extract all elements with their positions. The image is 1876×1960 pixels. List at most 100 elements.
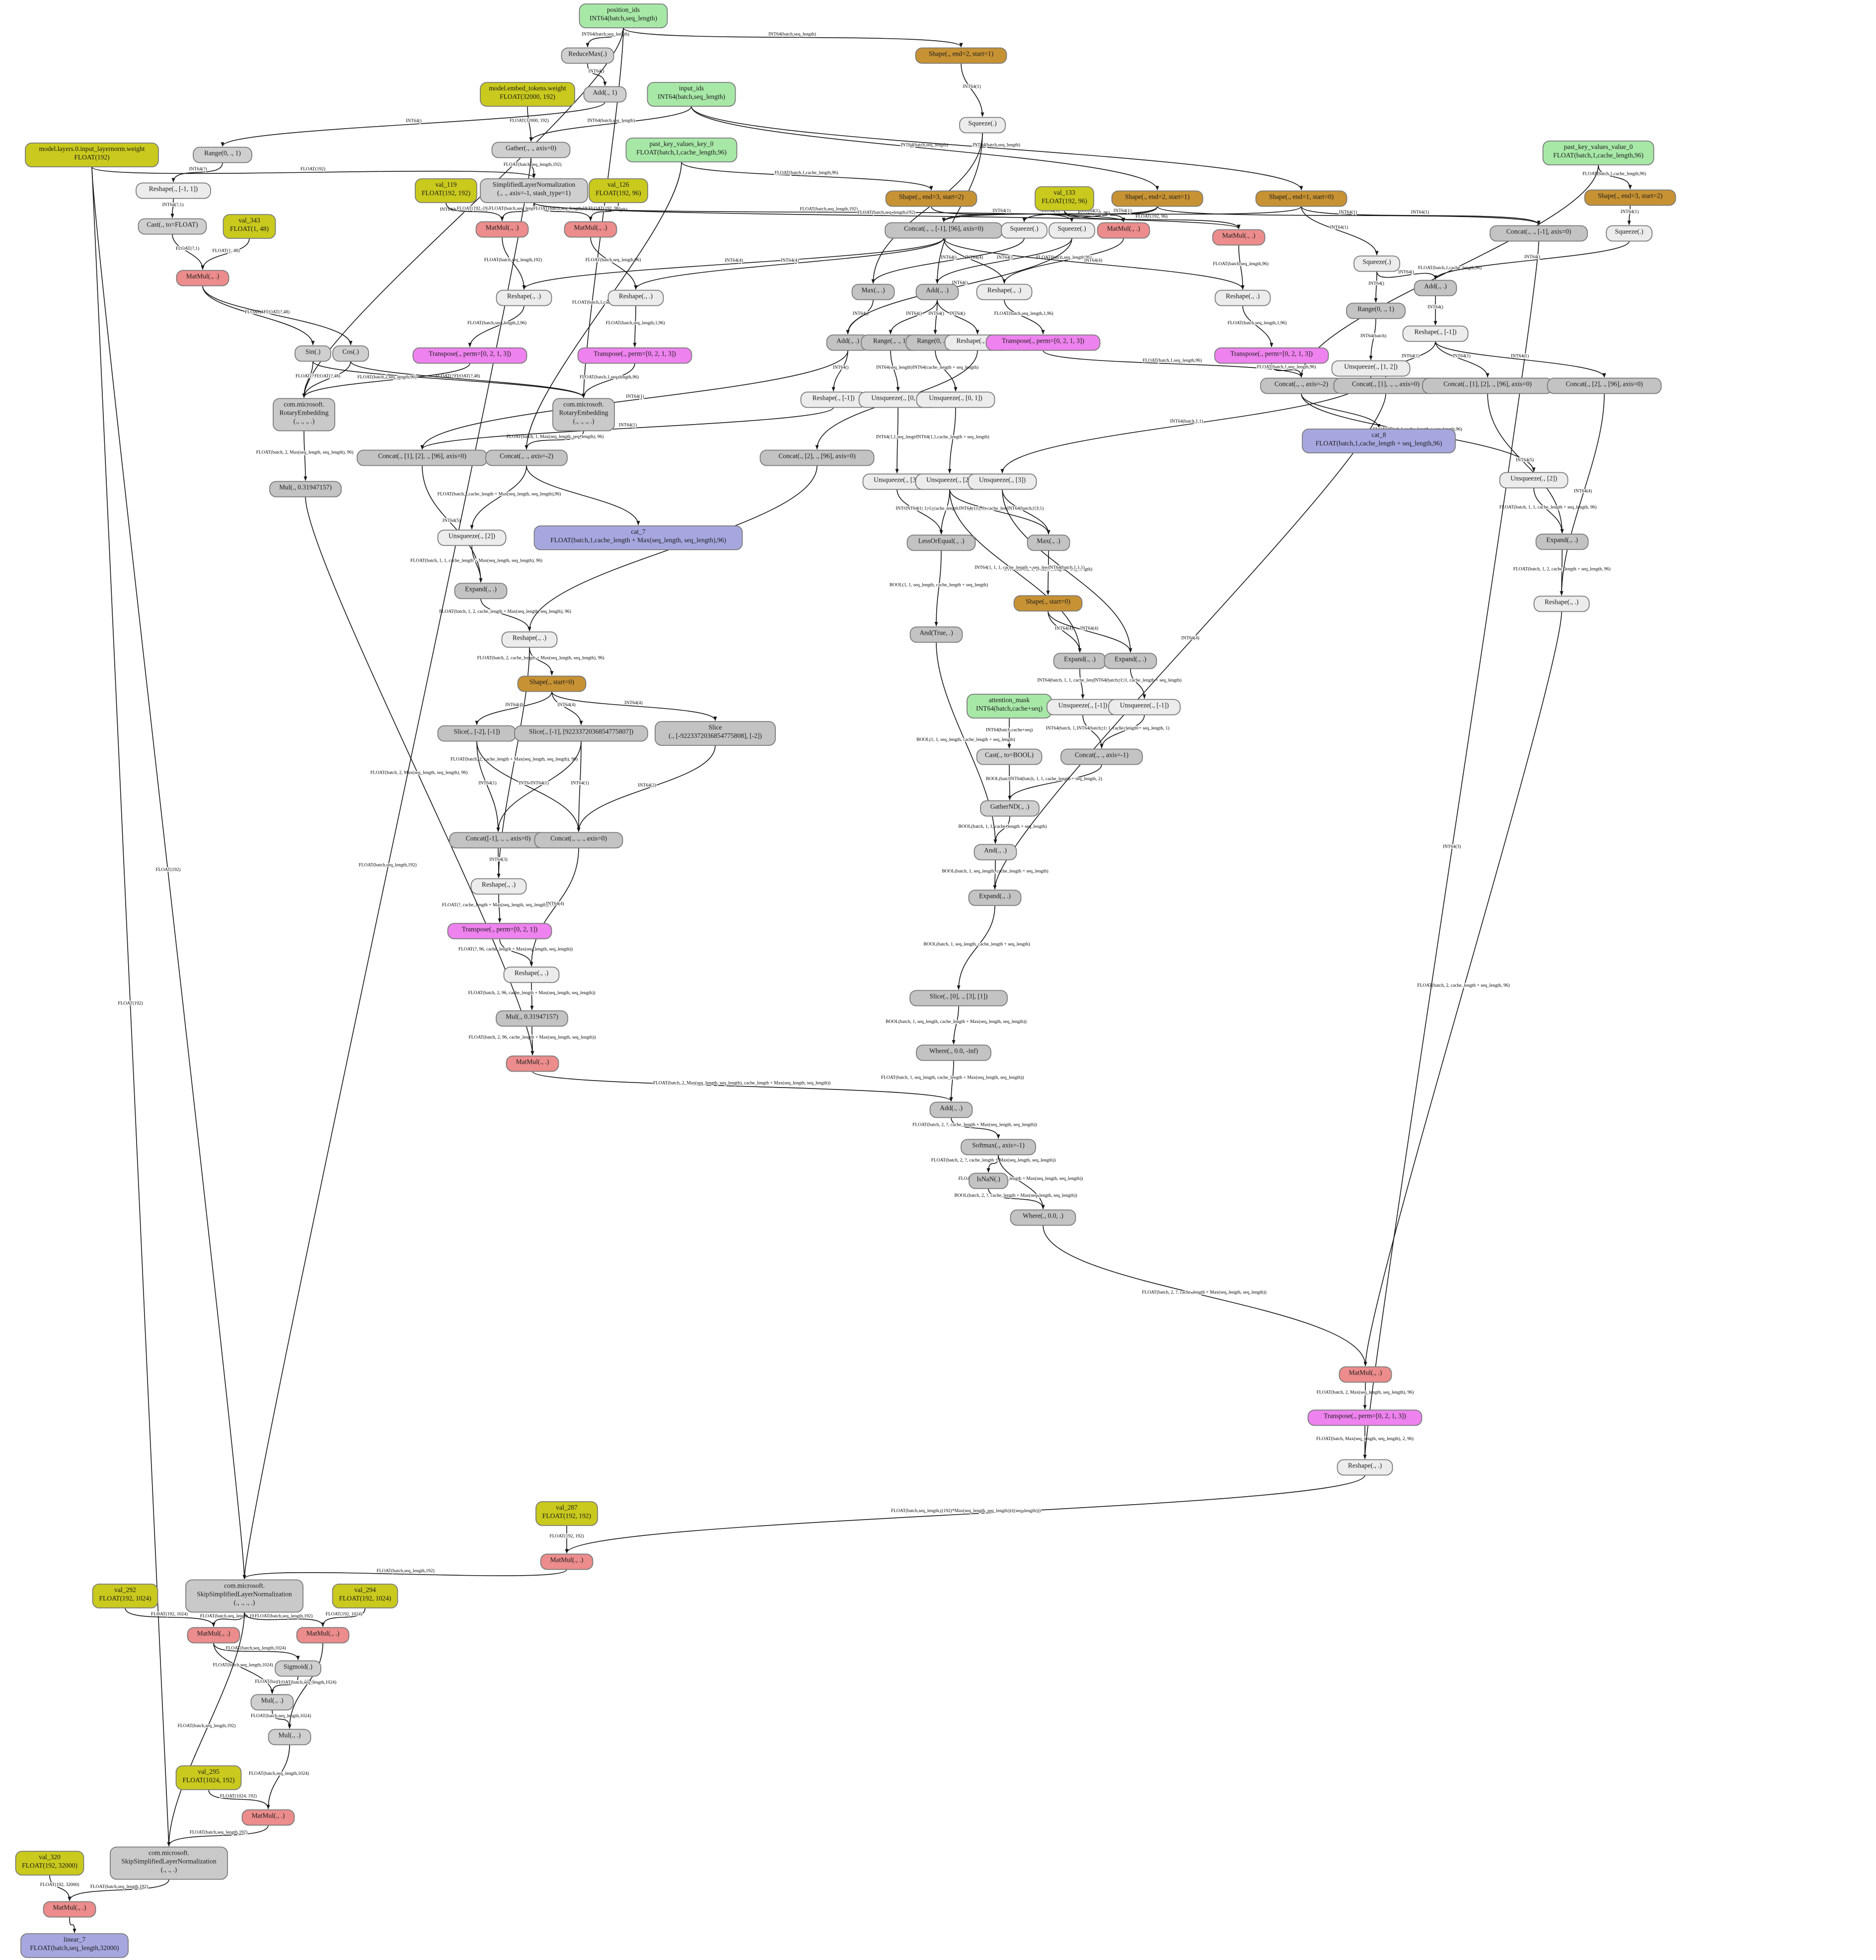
node-sln[interactable]: SimplifiedLayerNormalization(., ., axis=… (480, 178, 588, 203)
node-softmax[interactable]: Softmax(., axis=-1) (961, 1139, 1036, 1156)
node-concat_sh_a[interactable]: Concat([-1], ., ., axis=0) (449, 832, 547, 849)
node-expand_m1[interactable]: Expand(., .) (1053, 653, 1107, 669)
node-transpose_k[interactable]: Transpose(., perm=[0, 2, 1, 3]) (577, 347, 692, 364)
node-concat_big_v[interactable]: Concat(., [1], [2], ., [96], axis=0) (1422, 377, 1553, 394)
node-matmul_av[interactable]: MatMul(., .) (1339, 1366, 1392, 1383)
node-concat_296_v[interactable]: Concat(., [2], ., [96], axis=0) (1547, 377, 1662, 394)
node-matmul_k[interactable]: MatMul(., .) (564, 221, 617, 238)
node-concat_big_q[interactable]: Concat(., [1], [2], ., [96], axis=0) (357, 449, 488, 466)
node-shape_c[interactable]: Shape(., end=2, start=1) (1111, 190, 1203, 207)
node-shape_s0_m[interactable]: Shape(., start=0) (1013, 595, 1083, 612)
node-expand_q[interactable]: Expand(., .) (454, 582, 508, 599)
node-reshape_t[interactable]: Reshape(., .) (470, 878, 527, 895)
node-gathernd[interactable]: GatherND(., .) (980, 800, 1040, 817)
node-concat_m1ax0[interactable]: Concat(., ., [-1], axis=0) (1490, 225, 1588, 242)
node-squeeze_b[interactable]: Squeeze(.) (1001, 222, 1048, 239)
node-reshape_m1c[interactable]: Reshape(., [-1]) (1402, 325, 1469, 342)
node-unsq_m1b[interactable]: Unsqueeze(., [-1]) (1108, 699, 1181, 716)
node-concat_m2_q[interactable]: Concat(., ., axis=-2) (485, 449, 568, 466)
node-matmul_rot[interactable]: MatMul(., .) (176, 270, 229, 287)
node-mul_scale_a[interactable]: Mul(., 0.31947157) (269, 481, 342, 498)
node-max_a[interactable]: Max(., .) (851, 284, 895, 300)
node-range_a[interactable]: Range(0, ., 1) (193, 146, 252, 163)
node-cast_f[interactable]: Cast(., to=FLOAT) (138, 218, 207, 235)
node-skip_sln2[interactable]: com.microsoft.SkipSimplifiedLayerNormali… (110, 1846, 228, 1880)
node-transpose_o[interactable]: Transpose(., perm=[0, 2, 1, 3]) (1307, 1409, 1423, 1426)
node-rotary_q[interactable]: com.microsoft.RotaryEmbedding(., ., ., .… (273, 398, 335, 432)
node-transpose_v2[interactable]: Transpose(., perm=[0, 2, 1, 3]) (1214, 347, 1329, 364)
node-slice_b[interactable]: Slice(., [-1], [9223372036854775807]) (514, 725, 648, 742)
node-reshape_o[interactable]: Reshape(., .) (1337, 1459, 1393, 1476)
node-reducemax[interactable]: ReduceMax(.) (561, 47, 614, 64)
node-squeeze_a[interactable]: Squeeze(.) (959, 117, 1006, 134)
node-transpose_q[interactable]: Transpose(., perm=[0, 2, 1, 3]) (412, 347, 527, 364)
node-add_1[interactable]: Add(., 1) (583, 86, 627, 103)
node-unsq2_m[interactable]: Unsqueeze(., [2]) (915, 473, 984, 490)
node-unsq_m1a[interactable]: Unsqueeze(., [-1]) (1047, 699, 1119, 716)
node-matmul_g1[interactable]: MatMul(., .) (187, 1627, 240, 1644)
node-cos[interactable]: Cos(.) (332, 345, 369, 362)
node-expand_mask[interactable]: Expand(., .) (968, 889, 1022, 906)
node-transpose_v[interactable]: Transpose(., perm=[0, 2, 1, 3]) (985, 334, 1101, 351)
node-max_b[interactable]: Max(., .) (1027, 534, 1070, 551)
node-shape_a[interactable]: Shape(., end=2, start=1) (915, 47, 1007, 64)
node-expand_m2[interactable]: Expand(., .) (1104, 653, 1157, 669)
node-squeeze_e[interactable]: Squeeze(.) (1606, 225, 1652, 242)
node-shape_e[interactable]: Shape(., end=3, start=2) (1584, 189, 1676, 206)
node-add_a[interactable]: Add(., .) (915, 284, 959, 300)
node-concat_296_k[interactable]: Concat(., [2], ., [96], axis=0) (759, 449, 875, 466)
node-reshape_k2[interactable]: Reshape(., .) (607, 290, 664, 306)
node-and_true[interactable]: And(True, .) (909, 626, 963, 643)
node-unsq2_q[interactable]: Unsqueeze(., [2]) (437, 529, 507, 546)
node-expand_v[interactable]: Expand(., .) (1535, 533, 1589, 550)
node-sin[interactable]: Sin(.) (295, 345, 331, 362)
node-lesseq[interactable]: LessOrEqual(., .) (906, 534, 976, 551)
node-matmul_g2[interactable]: MatMul(., .) (296, 1627, 350, 1644)
node-add_attn[interactable]: Add(., .) (929, 1101, 973, 1118)
node-unsq2_v[interactable]: Unsqueeze(., [2]) (1499, 472, 1569, 489)
node-shape_b[interactable]: Shape(., end=3, start=2) (885, 190, 977, 207)
node-where_0[interactable]: Where(., 0.0, .) (1010, 1209, 1076, 1226)
node-shape_s0_q[interactable]: Shape(., start=0) (517, 675, 587, 692)
node-matmul_fin[interactable]: MatMul(., .) (43, 1901, 96, 1918)
node-slice_mask[interactable]: Slice(., [0], ., [3], [1]) (909, 990, 1008, 1007)
node-mul_scale_b[interactable]: Mul(., 0.31947157) (496, 1010, 568, 1027)
node-mul_g2[interactable]: Mul(., .) (268, 1729, 311, 1745)
node-add_c[interactable]: Add(., .) (1414, 280, 1457, 296)
node-matmul_attn[interactable]: MatMul(., .) (506, 1055, 559, 1072)
node-matmul_v2[interactable]: MatMul(., .) (1212, 229, 1266, 246)
node-and_b[interactable]: And(., .) (974, 844, 1017, 861)
node-concat_m2_v[interactable]: Concat(., ., axis=-2) (1260, 377, 1343, 394)
node-transpose_021[interactable]: Transpose(., perm=[0, 2, 1]) (447, 923, 552, 940)
node-matmul_o[interactable]: MatMul(., .) (540, 1553, 594, 1570)
node-concat_m1[interactable]: Concat(., ., axis=-1) (1060, 748, 1143, 765)
node-unsq3_b[interactable]: Unsqueeze(., [3]) (968, 473, 1037, 490)
node-squeeze_c[interactable]: Squeeze(.) (1049, 222, 1095, 239)
node-where_neg[interactable]: Where(., 0.0, -inf) (916, 1044, 991, 1061)
node-unsq3_a[interactable]: Unsqueeze(., [3]) (862, 473, 932, 490)
node-concat_sh_b[interactable]: Concat(., ., ., axis=0) (534, 832, 623, 849)
node-reshape_v[interactable]: Reshape(., .) (976, 284, 1033, 300)
node-matmul_mlp[interactable]: MatMul(., .) (241, 1809, 295, 1826)
node-sigmoid[interactable]: Sigmoid(.) (275, 1660, 321, 1677)
node-concat_96[interactable]: Concat(., ., [-1], [96], axis=0) (885, 222, 1003, 239)
node-matmul_v[interactable]: MatMul(., .) (1097, 222, 1150, 239)
node-mul_g1[interactable]: Mul(., .) (250, 1694, 294, 1711)
